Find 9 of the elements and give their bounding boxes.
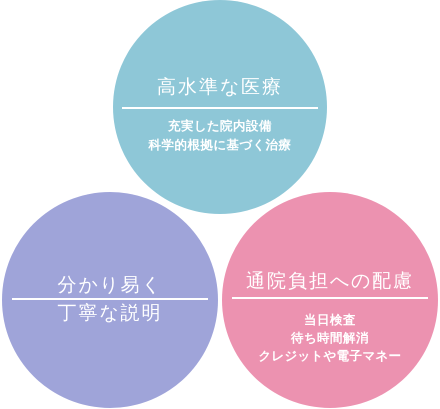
list-item: 待ち時間解消 xyxy=(290,330,370,347)
heading: 通院負担への配慮 xyxy=(245,269,415,294)
list-item: クレジットや電子マネー xyxy=(258,348,402,365)
list-item: 充実した院内設備 xyxy=(167,118,273,135)
heading: 丁寧な説明 xyxy=(56,301,164,326)
heading: 分かり易く xyxy=(56,273,164,298)
list-item: 科学的根拠に基づく治療 xyxy=(147,137,292,154)
heading: 高水準な医療 xyxy=(156,75,284,100)
list-item: 当日検査 xyxy=(303,312,357,329)
